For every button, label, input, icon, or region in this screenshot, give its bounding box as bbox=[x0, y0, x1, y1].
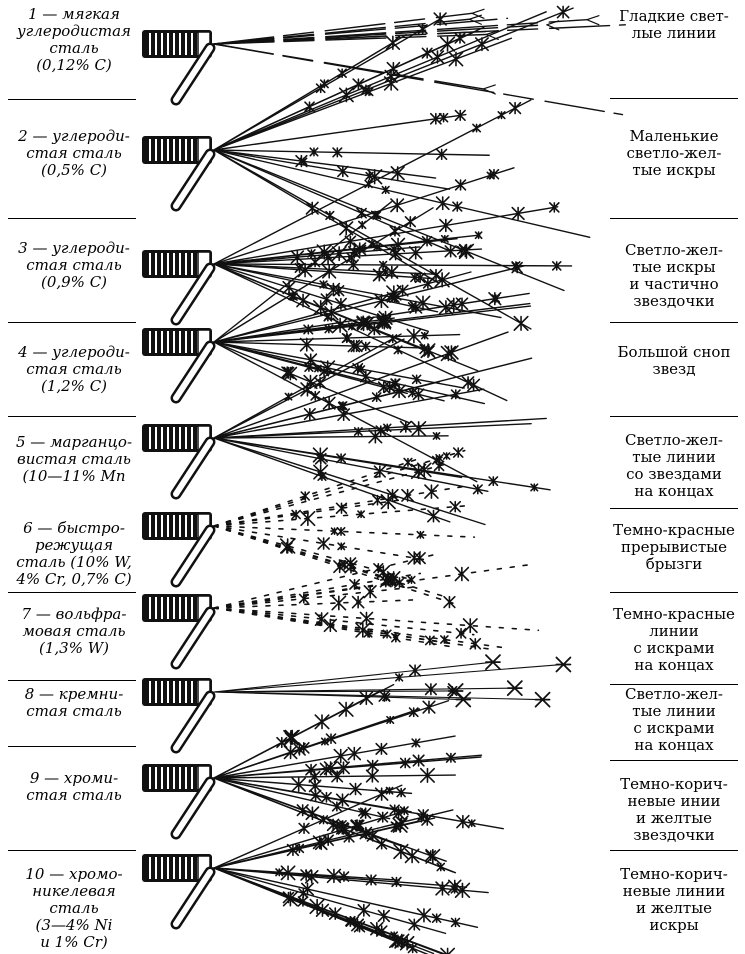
spark-ray bbox=[214, 608, 502, 647]
steel-label: 1 — мягкая углеродистая сталь (0,12% C) bbox=[4, 6, 144, 74]
spark-description: Светло-жел- тые линии с искрами на конца… bbox=[604, 686, 744, 754]
spark-fork bbox=[536, 693, 550, 707]
steel-label: 8 — кремни- стая сталь bbox=[4, 686, 144, 720]
row-divider-left bbox=[8, 592, 136, 593]
spark-description: Темно-красные линии с искрами на концах bbox=[604, 606, 744, 674]
spark-description: Светло-жел- тые линии со звездами на кон… bbox=[604, 432, 744, 500]
row-divider-right bbox=[610, 218, 738, 219]
steel-label: 4 — углероди- стая сталь (1,2% C) bbox=[4, 344, 144, 395]
spark-ray bbox=[214, 18, 507, 44]
spark-star bbox=[299, 889, 307, 897]
steel-label: 6 — быстро- режущая сталь (10% W, 4% Cr,… bbox=[4, 520, 144, 588]
spark-star bbox=[305, 354, 316, 365]
spark-ray bbox=[214, 526, 443, 596]
spark-description: Большой сноп звезд bbox=[604, 344, 744, 378]
steel-label: 7 — вольфра- мовая сталь (1,3% W) bbox=[4, 606, 144, 657]
spark-ray bbox=[214, 608, 474, 635]
row-divider-left bbox=[8, 322, 136, 323]
spark-drawing bbox=[140, 746, 600, 850]
spark-description: Гладкие свет- лые линии bbox=[604, 8, 744, 42]
spark-star bbox=[301, 512, 315, 526]
spark-ray bbox=[214, 150, 489, 155]
spark-ray bbox=[214, 608, 455, 644]
steel-label: 10 — хромо- никелевая сталь (3—4% Ni и 1… bbox=[4, 866, 144, 951]
spark-star bbox=[358, 905, 369, 916]
spark-drawing bbox=[140, 664, 600, 746]
spark-drawing bbox=[140, 100, 600, 218]
steel-label: 3 — углероди- стая сталь (0,9% C) bbox=[4, 240, 144, 291]
spark-star bbox=[334, 750, 347, 763]
spark-ray bbox=[214, 342, 464, 388]
spark-star bbox=[353, 597, 364, 608]
row-divider-left bbox=[8, 99, 136, 100]
spark-drawing bbox=[140, 322, 600, 416]
row-divider-right bbox=[610, 592, 738, 593]
row-divider-left bbox=[8, 850, 136, 851]
spark-fork bbox=[483, 85, 495, 94]
spark-star bbox=[364, 586, 376, 598]
spark-ray bbox=[214, 342, 444, 401]
row-divider-left bbox=[8, 680, 136, 681]
row-divider-left bbox=[8, 416, 136, 417]
spark-star bbox=[311, 392, 319, 400]
spark-star bbox=[284, 746, 296, 758]
row-divider-right bbox=[610, 760, 738, 761]
spark-star bbox=[402, 490, 413, 501]
spark-star bbox=[416, 296, 429, 309]
spark-star bbox=[384, 382, 395, 393]
spark-ray bbox=[214, 239, 457, 264]
spark-fork bbox=[587, 16, 599, 25]
spark-ray bbox=[214, 608, 538, 630]
steel-label: 9 — хроми- стая сталь bbox=[4, 770, 144, 804]
spark-star bbox=[321, 294, 331, 304]
spark-star bbox=[348, 748, 360, 760]
spark-star bbox=[306, 807, 318, 819]
row-divider-right bbox=[610, 508, 738, 509]
spark-description: Темно-корич- невые линии и желтые искры bbox=[604, 866, 744, 934]
spark-star bbox=[323, 397, 334, 408]
spark-drawing bbox=[140, 218, 600, 322]
spark-description: Светло-жел- тые искры и частично звездоч… bbox=[604, 242, 744, 310]
row-divider-left bbox=[8, 746, 136, 747]
row-divider-left bbox=[8, 218, 136, 219]
spark-fork bbox=[449, 684, 463, 698]
spark-star bbox=[409, 919, 419, 929]
spark-star bbox=[437, 197, 449, 209]
row-divider-right bbox=[610, 416, 738, 417]
row-divider-right bbox=[610, 98, 738, 99]
steel-label: 5 — марганцо- вистая сталь (10—11% Mn bbox=[4, 434, 144, 485]
spark-fork bbox=[508, 681, 522, 695]
spark-star bbox=[378, 911, 389, 922]
spark-star bbox=[457, 816, 469, 828]
spark-description: Темно-красные прерывистые брызги bbox=[604, 522, 744, 573]
spark-description: Маленькие светло-жел- тые искры bbox=[604, 128, 744, 179]
row-divider-right bbox=[610, 850, 738, 851]
spark-star bbox=[408, 944, 416, 952]
spark-ray bbox=[214, 438, 488, 491]
spark-ray bbox=[214, 608, 455, 647]
spark-drawing bbox=[140, 492, 600, 592]
steel-label: 2 — углероди- стая сталь (0,5% C) bbox=[4, 128, 144, 179]
spark-drawing bbox=[140, 850, 600, 954]
spark-description: Темно-корич- невые инии и желтые звездоч… bbox=[604, 776, 744, 844]
spark-ray bbox=[214, 20, 587, 44]
row-divider-right bbox=[610, 322, 738, 323]
